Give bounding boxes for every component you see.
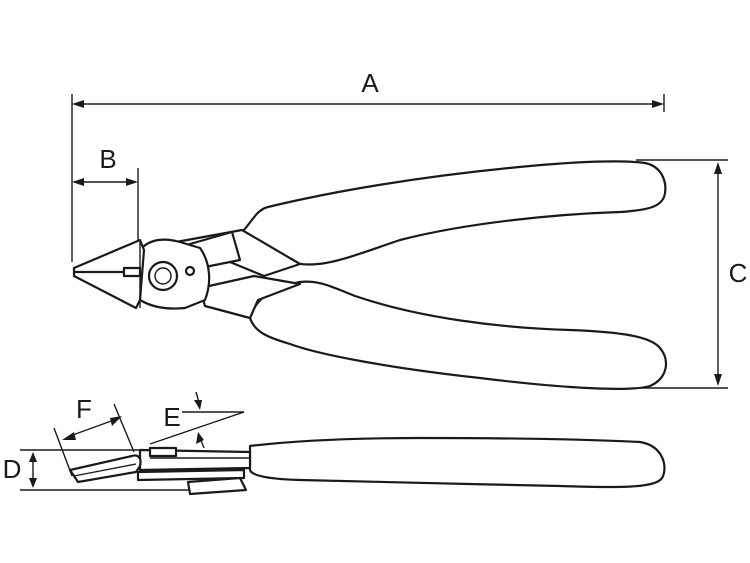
dimension-f: F [53,394,135,477]
label-b: B [99,144,116,174]
label-c: C [729,258,748,288]
lower-jaw-arm [198,274,302,320]
label-f: F [76,394,92,424]
dimension-c: C [636,159,748,389]
side-jaw-line [73,463,137,477]
label-d: D [3,454,22,484]
pivot-pin [184,265,196,277]
pivot-outer [147,260,179,292]
pliers-top-view [72,160,668,390]
dimension-b: B [72,144,139,240]
side-jaw [68,454,142,484]
pivot-inner [154,267,172,285]
label-a: A [361,68,379,98]
side-handle [248,436,666,489]
pliers-side-view [68,436,666,496]
side-cap [148,446,178,458]
upper-handle [240,160,667,266]
dimension-a: A [71,68,665,262]
jaw-tip [122,266,142,278]
side-lower-plate [136,468,246,482]
dimension-d: D [3,449,190,491]
side-clip [186,476,248,496]
dimension-e: E [149,391,245,449]
lower-handle [248,280,668,390]
label-e: E [163,402,180,432]
